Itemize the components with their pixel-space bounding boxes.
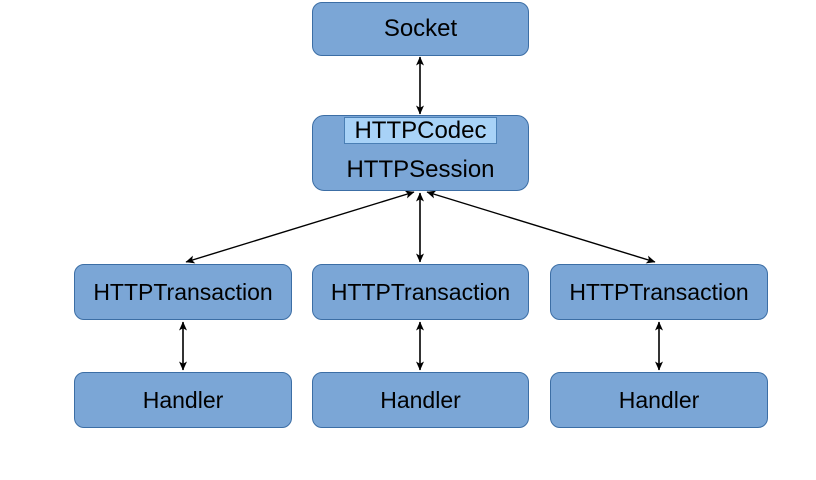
edge-httpsession-transaction-left: [185, 190, 415, 264]
node-httptransaction-left-label: HTTPTransaction: [93, 278, 273, 305]
node-httpsession-label: HTTPSession: [346, 156, 495, 183]
node-socket-label: Socket: [383, 15, 458, 42]
node-socket[interactable]: Socket: [312, 2, 529, 56]
node-httpcodec[interactable]: HTTPCodec: [344, 117, 497, 144]
node-httptransaction-right-label: HTTPTransaction: [569, 278, 749, 305]
node-handler-middle-label: Handler: [380, 386, 461, 413]
node-httptransaction-middle-label: HTTPTransaction: [330, 278, 511, 305]
node-httpcodec-label: HTTPCodec: [354, 116, 487, 144]
node-handler-right-label: Handler: [618, 386, 700, 413]
node-httptransaction-right[interactable]: HTTPTransaction: [550, 264, 768, 320]
node-httptransaction-middle[interactable]: HTTPTransaction: [312, 264, 529, 320]
edge-httpsession-transaction-right: [426, 190, 656, 264]
node-handler-left-label: Handler: [142, 386, 224, 413]
node-handler-right[interactable]: Handler: [550, 372, 768, 428]
node-httptransaction-left[interactable]: HTTPTransaction: [74, 264, 292, 320]
node-handler-middle[interactable]: Handler: [312, 372, 529, 428]
node-handler-left[interactable]: Handler: [74, 372, 292, 428]
node-httpsession[interactable]: HTTPCodec HTTPSession: [312, 115, 529, 191]
